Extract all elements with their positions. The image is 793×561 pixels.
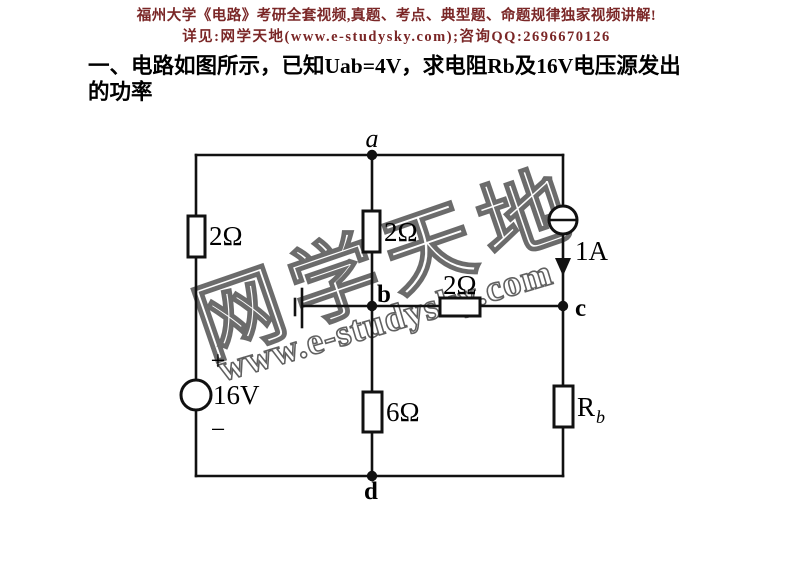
resistor-rb-name: R xyxy=(577,392,595,422)
battery-cell-symbol xyxy=(293,287,304,329)
resistor-lower-6ohm xyxy=(361,390,384,434)
resistor-left-value: 2Ω xyxy=(209,221,243,251)
resistor-bc-2ohm xyxy=(438,296,482,318)
resistor-rb-subscript: b xyxy=(596,407,605,427)
node-b-dot xyxy=(366,300,378,312)
wires xyxy=(194,153,565,478)
node-b-label: b xyxy=(377,281,391,308)
problem-title: 一、电路如图所示，已知Uab=4V，求电阻Rb及16V电压源发出 的功率 xyxy=(88,53,728,105)
promo-line-1: 福州大学《电路》考研全套视频,真题、考点、典型题、命题规律独家视频讲解! xyxy=(136,8,657,24)
resistor-middle-value: 2Ω xyxy=(384,217,418,247)
problem-title-line-2: 的功率 xyxy=(88,80,153,104)
current-source-1a xyxy=(547,204,579,276)
problem-title-line-1: 一、电路如图所示，已知Uab=4V，求电阻Rb及16V电压源发出 xyxy=(88,54,681,78)
voltage-source-value: 16V xyxy=(213,380,260,410)
current-source-value: 1A xyxy=(575,236,609,266)
node-c-dot xyxy=(557,300,569,312)
voltage-source-plus-sign: + xyxy=(211,346,226,375)
resistor-lower-value: 6Ω xyxy=(386,397,420,427)
node-a-dot xyxy=(366,149,378,161)
current-direction-arrow xyxy=(555,258,571,276)
promo-line-2: 详见:网学天地(www.e-studysky.com);咨询QQ:2696670… xyxy=(182,29,611,45)
node-d-label: d xyxy=(364,478,378,505)
node-a-label: a xyxy=(366,124,379,153)
resistor-left-2ohm xyxy=(186,214,207,259)
resistor-rb xyxy=(552,384,575,429)
resistor-middle-2ohm xyxy=(361,209,382,254)
voltage-source-16v-circle xyxy=(179,378,213,412)
node-c-label: c xyxy=(575,295,586,322)
resistor-bc-value: 2Ω xyxy=(443,270,477,300)
promo-header: 福州大学《电路》考研全套视频,真题、考点、典型题、命题规律独家视频讲解! 详见:… xyxy=(0,6,793,48)
voltage-source-minus-sign: − xyxy=(211,415,226,444)
node-d-dot xyxy=(366,470,378,482)
